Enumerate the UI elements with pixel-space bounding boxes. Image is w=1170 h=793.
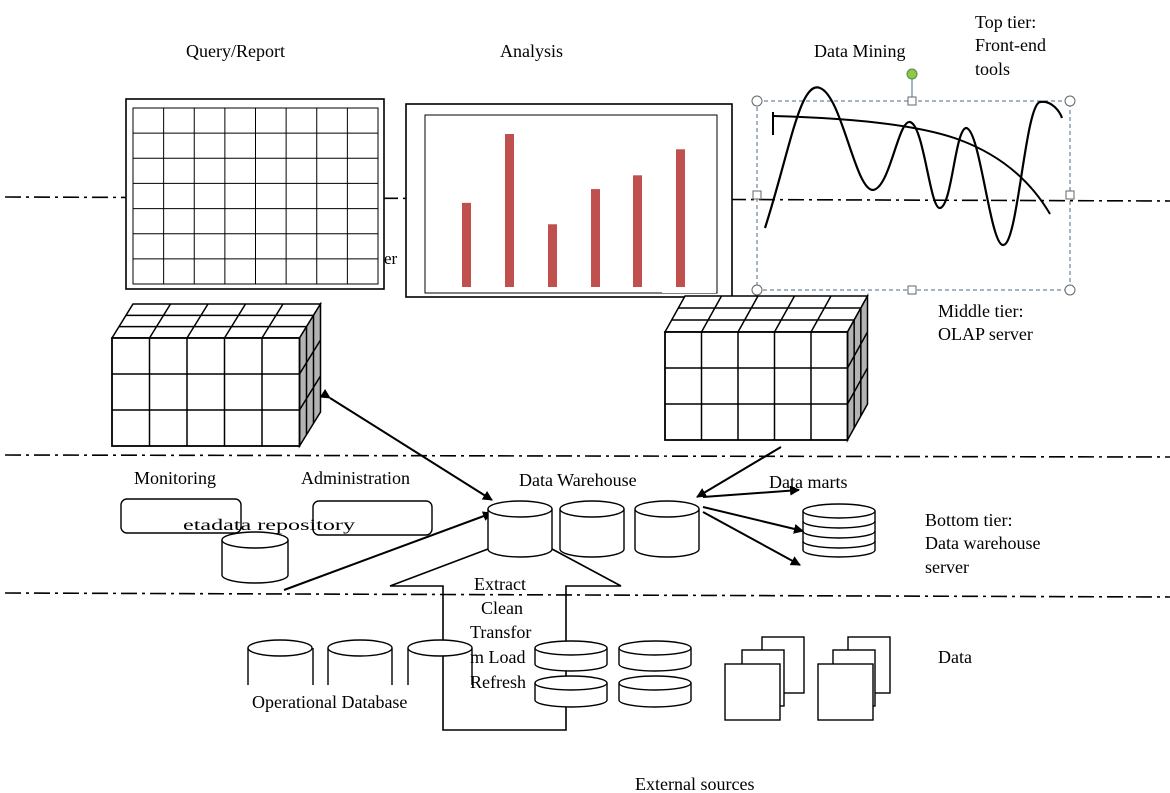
svg-text:Front-end: Front-end [975, 35, 1046, 55]
svg-text:Middle tier:: Middle tier: [938, 301, 1023, 321]
cube-line [223, 303, 247, 339]
administration-label: Administration [301, 468, 410, 488]
analysis-bar [591, 189, 600, 287]
etl-funnel-outline [389, 548, 622, 731]
disk-stack-1 [534, 640, 608, 708]
cube-line [773, 295, 796, 333]
analysis-bar [548, 224, 557, 287]
report-grid [133, 108, 378, 284]
document-stack-1 [724, 636, 805, 721]
warehouse-cylinder-3 [634, 500, 700, 558]
monitoring-box [120, 498, 242, 534]
svg-text:OLAP server: OLAP server [938, 324, 1033, 344]
external-sources-label: External sources [635, 774, 754, 793]
cube-front-face [111, 337, 301, 447]
analysis-panel [405, 103, 733, 298]
bottom-tier-label: Bottom tier: Data warehouse server [925, 510, 1040, 577]
svg-text:Transfor: Transfor [470, 622, 531, 642]
cube-top-face [110, 303, 322, 339]
query-report-panel [125, 98, 385, 290]
svg-text:Bottom tier:: Bottom tier: [925, 510, 1013, 530]
analysis-bars [462, 134, 685, 287]
data-warehouse-cylinders [487, 500, 700, 558]
data-marts-stack [802, 503, 876, 558]
cube-line [737, 295, 759, 333]
arrow-cube-right-warehouse [696, 446, 782, 498]
cube-line [148, 303, 172, 339]
etl-steps-label: Extract Clean Transfor m Load Refresh [470, 574, 531, 692]
top-tier-label: Top tier: Front-end tools [975, 12, 1046, 79]
svg-text:tools: tools [975, 59, 1010, 79]
analysis-bar [505, 134, 514, 287]
query-report-label: Query/Report [186, 41, 285, 61]
svg-text:m Load: m Load [470, 647, 526, 667]
external-disk-stacks [534, 640, 692, 708]
mining-wave-curve [763, 86, 1064, 247]
cube-line [186, 303, 209, 339]
cube-line [846, 331, 869, 369]
selection-box [756, 100, 1071, 291]
disk-stack-2 [618, 640, 692, 708]
administration-box [312, 500, 433, 536]
svg-text:Extract: Extract [474, 574, 526, 594]
warehouse-cylinder-2 [559, 500, 625, 558]
middle-tier-label: Middle tier: OLAP server [938, 301, 1033, 344]
olap-cube-left [110, 301, 322, 449]
metadata-repository-cylinder [221, 531, 289, 584]
arrow-metadata-warehouse [283, 511, 493, 591]
svg-text:Clean: Clean [481, 598, 523, 618]
arrow-warehouse-mart-1 [702, 485, 800, 498]
analysis-bar [633, 175, 642, 287]
cube-line [700, 295, 723, 333]
cube-top-face [663, 295, 869, 333]
metadata-repository-fragment: etadata repository [183, 517, 355, 534]
analysis-bar [462, 202, 471, 287]
document-stacks [724, 636, 891, 721]
data-mining-panel [751, 68, 1076, 296]
analysis-label: Analysis [500, 41, 563, 61]
olap-cube-right [663, 293, 869, 443]
cube-line [298, 339, 322, 375]
svg-text:Data warehouse: Data warehouse [925, 533, 1040, 553]
cube-line [810, 295, 832, 333]
cube-front-face [664, 331, 849, 441]
data-flow-arrows [283, 388, 804, 591]
separator-middle [4, 454, 1170, 458]
separator-bottom [4, 592, 1170, 598]
cube-line [298, 375, 322, 411]
operational-cylinder-3 [407, 639, 473, 685]
data-marts-label: Data marts [769, 472, 847, 492]
monitoring-label: Monitoring [134, 468, 216, 488]
overlap-fragment-label: er [384, 249, 398, 268]
svg-text:Refresh: Refresh [470, 672, 526, 692]
operational-cylinder-1 [247, 639, 314, 685]
data-warehouse-label: Data Warehouse [519, 470, 637, 490]
document-stack-2 [817, 636, 891, 721]
cube-line [846, 367, 869, 405]
selection-handles [751, 95, 1076, 296]
cube-line [261, 303, 284, 339]
operational-database-cylinders [247, 639, 473, 685]
arrow-warehouse-mart-2 [702, 506, 804, 534]
warehouse-cylinder-1 [487, 500, 553, 558]
rotation-handle [906, 68, 918, 80]
mining-trend-curve [772, 115, 1051, 215]
arrow-cube-warehouse [319, 388, 493, 501]
data-tier-label: Data [938, 647, 972, 667]
arrow-warehouse-mart-3 [702, 511, 801, 566]
operational-cylinder-2 [327, 639, 393, 685]
operational-database-label: Operational Database [252, 692, 407, 712]
data-mining-label: Data Mining [814, 41, 906, 61]
svg-text:Top tier:: Top tier: [975, 12, 1036, 32]
svg-text:server: server [925, 557, 969, 577]
analysis-bar [676, 149, 685, 287]
